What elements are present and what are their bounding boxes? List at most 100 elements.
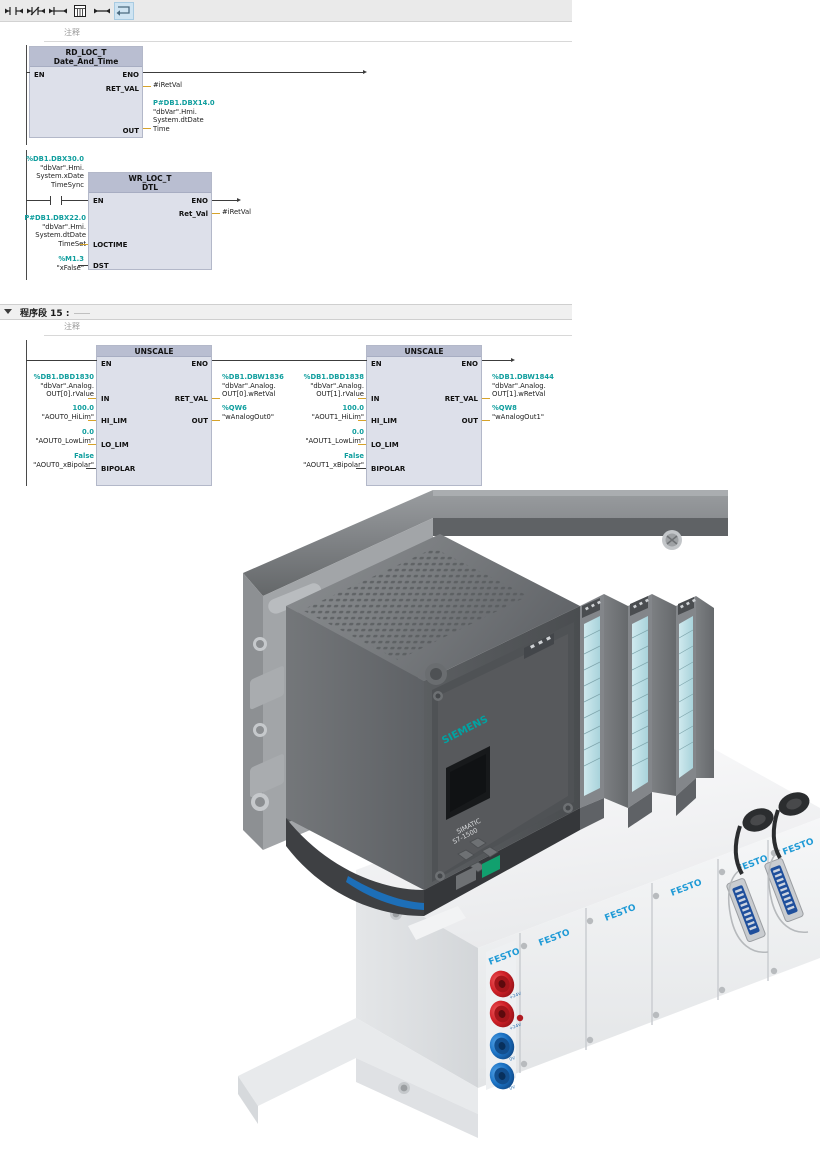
power-terminal-plate: FESTO [486, 940, 524, 1092]
pin-unscale0-bipolar: BIPOLAR [101, 465, 136, 473]
fb-unscale-0[interactable]: UNSCALE EN ENO IN RET_VAL HI_LIM OUT LO_… [96, 345, 212, 486]
close-branch-button[interactable] [114, 1, 134, 20]
fb-rd-loc-t-title: RD_LOC_T [65, 48, 107, 57]
pin-unscale1-in: IN [371, 395, 380, 403]
cpu-led-bar [524, 633, 554, 659]
io-modules [580, 594, 714, 830]
fb-unscale-1-title: UNSCALE [404, 347, 444, 356]
network-15-collapse-icon[interactable] [4, 309, 12, 314]
terminal-label-0v-1: 0V [509, 1055, 517, 1063]
wire-rd-eno-arrow [363, 70, 367, 74]
operand-unscale1-retval-l1: "dbVar".Analog. [492, 381, 546, 390]
wire-unscale1-eno-arrow [511, 358, 515, 362]
fb-rd-loc-t[interactable]: RD_LOC_T Date_And_Time EN ENO RET_VAL OU… [29, 46, 143, 138]
operand-rd-out: P#DB1.DBX14.0 "dbVar".Hmi. System.dtDate… [153, 99, 215, 133]
label-card [408, 906, 466, 940]
hardware-photo: FESTO [228, 478, 820, 1164]
operand-wr-dst-l1: "xFalse" [56, 263, 84, 272]
operand-unscale1-in-l2: OUT[1].rValue [316, 390, 364, 398]
operand-unscale0-in-l1: "dbVar".Analog. [40, 381, 94, 390]
normally-open-contact-button[interactable] [4, 2, 24, 20]
fb-unscale-0-title: UNSCALE [134, 347, 174, 356]
screenshot-bottom-edge [0, 486, 572, 488]
wire-unscale1-en [297, 360, 367, 361]
wire-unscale0-lolim [88, 444, 96, 445]
fb-wr-loc-t-subtitle: DTL [141, 183, 159, 192]
close-branch-icon [116, 6, 130, 16]
operand-unscale1-bipolar: False "AOUT1_xBipolar" [272, 452, 364, 469]
operand-unscale0-retval-l1: "dbVar".Analog. [222, 381, 276, 390]
power-rail-2 [26, 150, 27, 280]
wire-unscale0-bipolar [86, 468, 96, 469]
network-15-comment: 注释 [64, 322, 80, 331]
wire-rd-en [26, 72, 30, 73]
clamp-blocks [250, 637, 284, 811]
terminal-label-0v-2: 0V [509, 1084, 517, 1092]
cpu-status-led [482, 855, 500, 878]
open-branch-button[interactable] [92, 2, 112, 20]
operand-unscale1-lolim: 0.0 "AOUT1_LowLim" [278, 428, 364, 445]
operand-wr-en-l2: System.xDate [36, 172, 84, 180]
pin-wr-eno: ENO [191, 197, 208, 205]
operand-unscale0-hilim-name: "AOUT0_HiLim" [41, 412, 94, 421]
operand-unscale1-retval: %DB1.DBW1844 "dbVar".Analog. OUT[1].wRet… [492, 373, 554, 399]
wire-unscale1-bipolar [356, 468, 366, 469]
pin-rd-eno: ENO [122, 71, 139, 79]
wire-wr-eno-arrow [237, 198, 241, 202]
pin-unscale0-lolim: LO_LIM [101, 441, 129, 449]
jack-blue-1 [489, 1032, 515, 1060]
io-module-3-label [679, 616, 693, 778]
operand-unscale0-bipolar-value: False [74, 452, 94, 460]
wire-unscale1-out [482, 420, 490, 421]
wire-unscale0-hilim [88, 420, 96, 421]
network-15-suffix: : [65, 309, 70, 319]
operand-wr-retval: #iRetVal [222, 208, 252, 216]
wire-unscale1-hilim [358, 420, 366, 421]
s7-1500-festo-rack-illustration: FESTO [238, 490, 820, 1138]
wire-unscale1-eno [482, 360, 512, 361]
operand-unscale0-hilim: 100.0 "AOUT0_HiLim" [14, 404, 94, 421]
terminal-label-24v-2: +24V [509, 1022, 523, 1032]
wire-wr-retval [212, 213, 220, 214]
power-rail-1 [26, 45, 27, 145]
network-15-prefix: 程序段 [20, 309, 48, 319]
pin-unscale1-bipolar: BIPOLAR [371, 465, 406, 473]
operand-wr-en-address: %DB1.DBX30.0 [26, 155, 84, 163]
operand-wr-dst-address: %M1.3 [58, 255, 84, 263]
wire-rd-out [143, 128, 151, 129]
pin-wr-dst: DST [93, 262, 109, 270]
power-rail-3 [26, 340, 27, 486]
fb-unscale-1-header: UNSCALE [367, 346, 481, 357]
operand-unscale0-in: %DB1.DBD1830 "dbVar".Analog. OUT[0].rVal… [14, 373, 94, 399]
io-module-1-label [584, 616, 600, 796]
wire-wr-dst [78, 265, 88, 266]
normally-closed-contact-button[interactable] [26, 2, 46, 20]
empty-box-button[interactable] [70, 2, 90, 20]
network-15-title-bar[interactable]: 程序段 15 : [0, 304, 572, 320]
operand-unscale0-out: %QW6 "wAnalogOut0" [222, 404, 274, 421]
pin-rd-en: EN [34, 71, 45, 79]
operand-rd-retval: #iRetVal [153, 81, 183, 89]
wire-wr-en-left [26, 200, 50, 201]
contact-normally-open-wr-en[interactable] [50, 196, 62, 205]
fb-wr-loc-t-header: WR_LOC_T DTL [89, 173, 211, 193]
pin-wr-loctime: LOCTIME [93, 241, 128, 249]
operand-unscale1-in-l1: "dbVar".Analog. [310, 381, 364, 390]
operand-unscale0-bipolar-name: "AOUT0_xBipolar" [33, 460, 94, 469]
fb-wr-loc-t[interactable]: WR_LOC_T DTL EN ENO Ret_Val LOCTIME DST [88, 172, 212, 270]
operand-unscale0-bipolar: False "AOUT0_xBipolar" [2, 452, 94, 469]
fb-unscale-0-header: UNSCALE [97, 346, 211, 357]
pin-unscale0-hilim: HI_LIM [101, 417, 127, 425]
wire-unscale0-retval [212, 398, 220, 399]
operand-wr-en-l3: TimeSync [50, 180, 84, 189]
fb-wr-loc-t-title: WR_LOC_T [128, 174, 172, 183]
fb-rd-loc-t-subtitle: Date_And_Time [53, 57, 119, 66]
wire-unscale0-in [88, 398, 96, 399]
fb-unscale-1[interactable]: UNSCALE EN ENO IN RET_VAL HI_LIM OUT LO_… [366, 345, 482, 486]
pin-rd-retval: RET_VAL [105, 85, 139, 93]
operand-wr-loctime-l2: System.dtDate [35, 231, 86, 239]
operand-unscale1-out-name: "wAnalogOut1" [492, 412, 544, 421]
pin-unscale0-en: EN [101, 360, 112, 368]
output-coil-button[interactable] [48, 2, 68, 20]
